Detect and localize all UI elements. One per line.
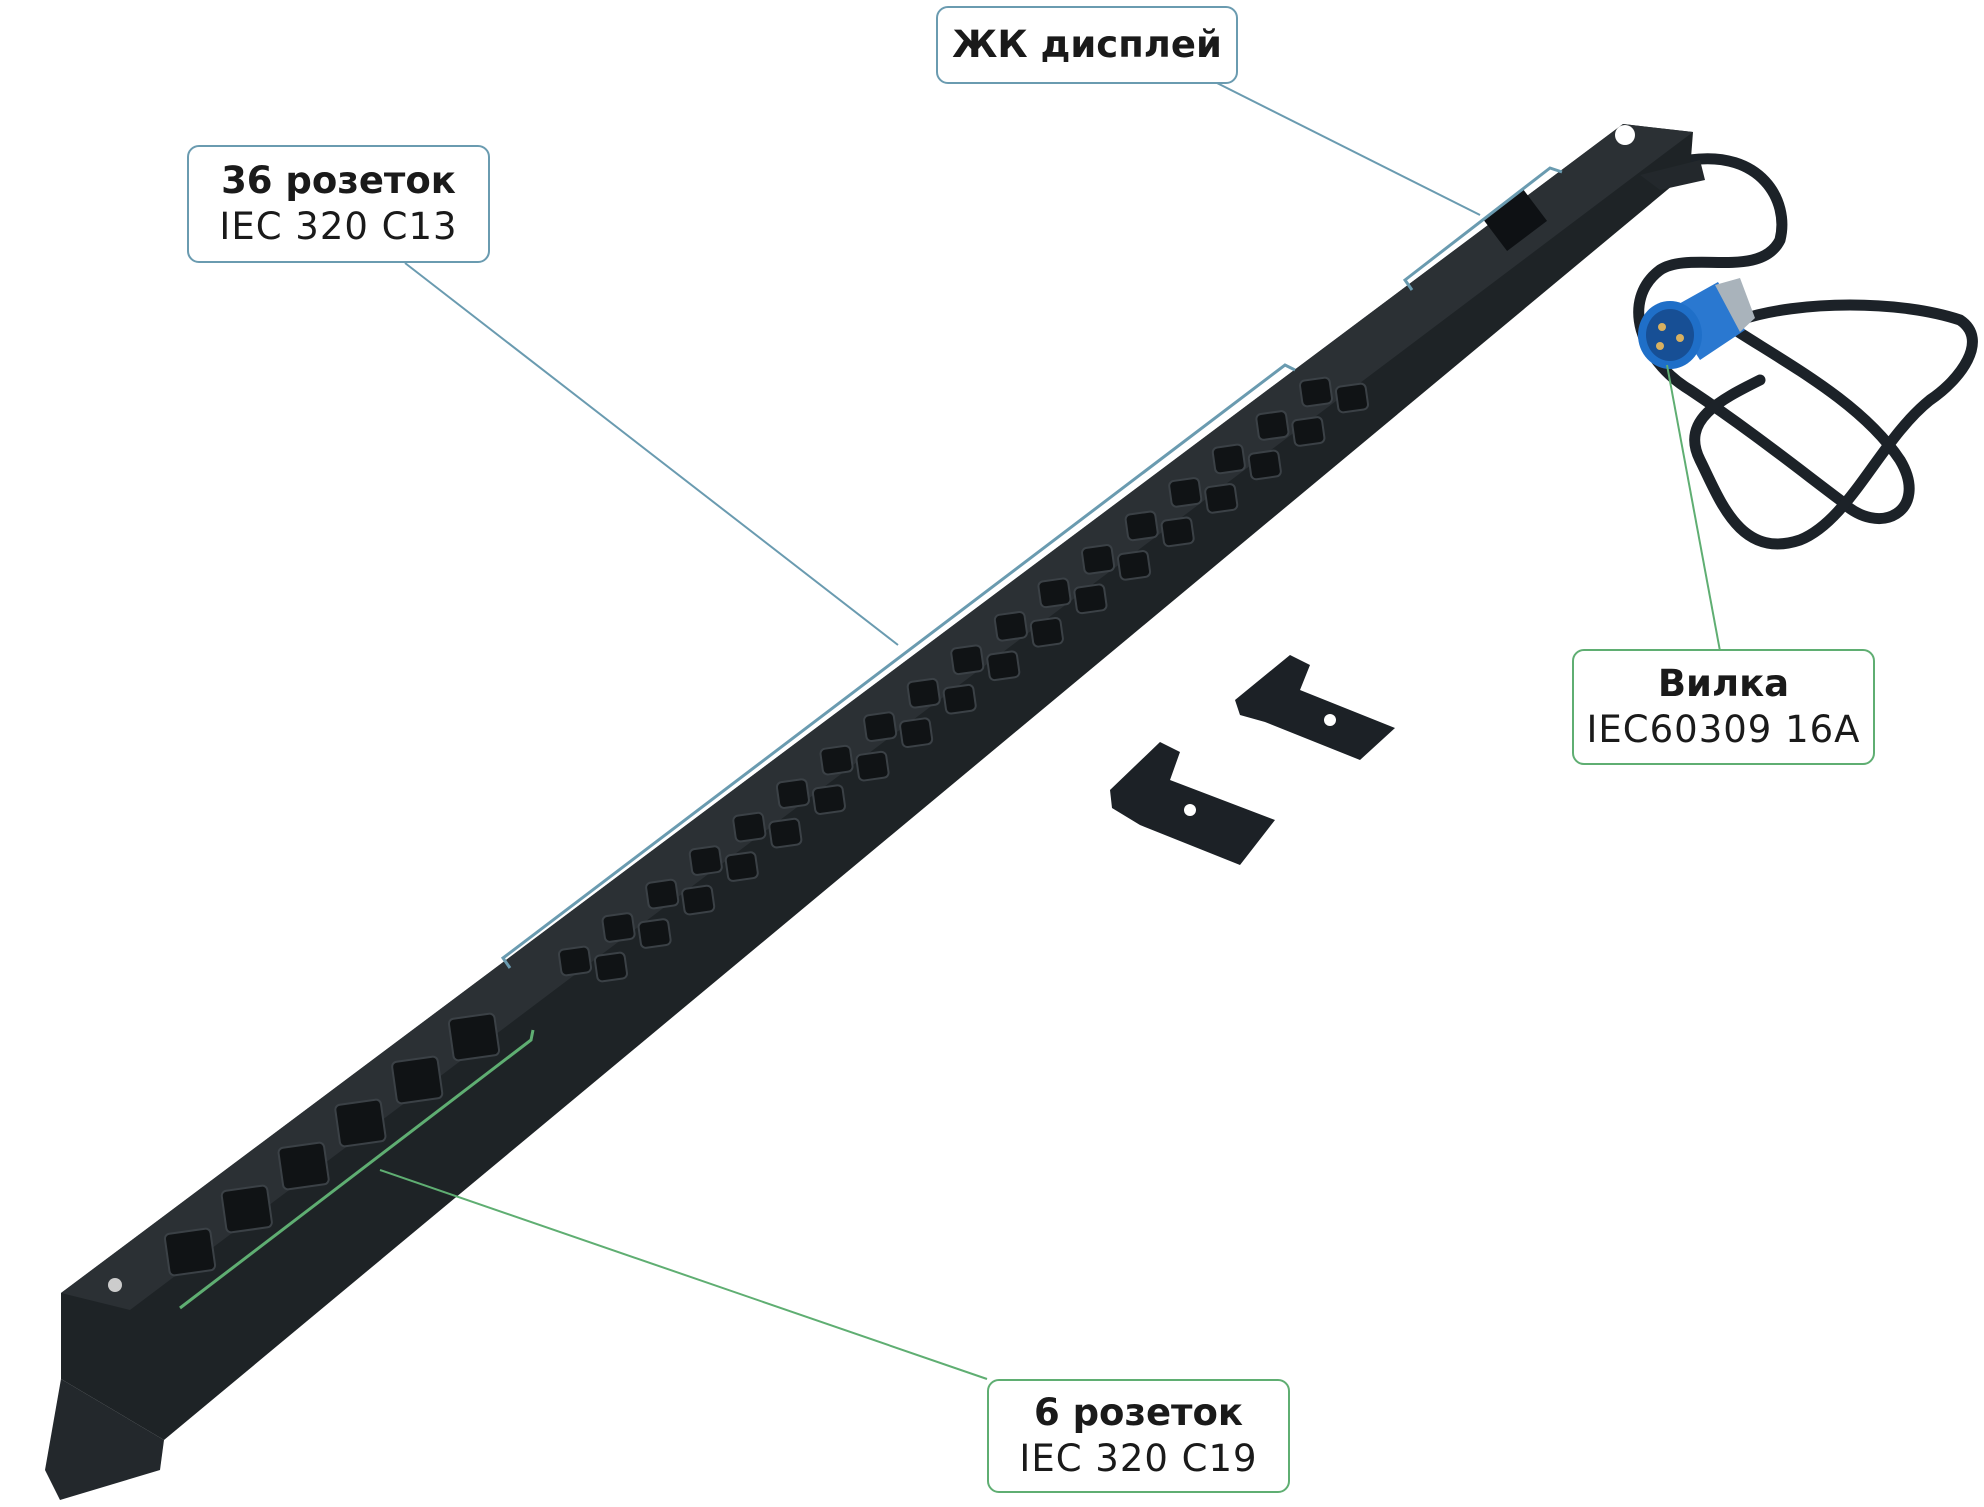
c19-outlet (447, 1012, 501, 1062)
c13-outlet (1211, 443, 1246, 475)
callout-c13-outlets: 36 розеток IEC 320 C13 (187, 145, 490, 263)
plug-leader-line (1666, 364, 1721, 652)
c13-outlet (1298, 376, 1334, 408)
callout-title: Вилка (1657, 661, 1790, 705)
c13-outlet (768, 817, 803, 849)
c13-outlet (681, 884, 716, 916)
power-cable (1633, 153, 1978, 550)
lcd-leader-line (1216, 82, 1481, 216)
c13-outlet (593, 951, 629, 983)
c13-outlet (688, 845, 723, 876)
c13-outlet (557, 945, 593, 977)
callout-subtitle: IEC 320 C13 (219, 205, 458, 248)
c13-outlet (1117, 550, 1152, 581)
mounting-bracket (1110, 655, 1395, 865)
callout-title: 6 розеток (1033, 1390, 1244, 1434)
c13-outlet (942, 683, 977, 715)
c13-outlet (950, 644, 985, 676)
c13-bracket (500, 363, 1296, 969)
c13-outlet (732, 811, 767, 843)
c13-outlet (1291, 416, 1326, 447)
c13-outlet (601, 912, 636, 943)
bracket-hole-icons (1184, 714, 1336, 816)
c13-outlet (899, 717, 934, 749)
c13-outlet (993, 610, 1028, 642)
c13-outlet (819, 744, 854, 776)
c13-outlet (1204, 483, 1239, 514)
c13-outlet (775, 778, 810, 809)
c13-outlet (724, 851, 759, 882)
callout-subtitle: IEC 320 C19 (1019, 1437, 1258, 1480)
c13-outlet (811, 784, 846, 815)
callout-title: ЖК дисплей (952, 22, 1222, 66)
c19-leader-line (379, 1169, 988, 1380)
c13-outlet (1168, 477, 1203, 508)
c19-outlet (391, 1055, 444, 1105)
lcd-bracket (1402, 166, 1563, 291)
c13-outlet (1255, 410, 1290, 441)
callout-lcd-display: ЖК дисплей (936, 6, 1238, 84)
callout-title: 36 розеток (221, 158, 456, 202)
c13-outlet (906, 677, 941, 709)
c13-outlet (863, 711, 898, 743)
c13-outlet (1124, 510, 1159, 542)
c13-outlet (1029, 616, 1064, 648)
c19-outlet (163, 1227, 217, 1277)
c13-outlet (986, 650, 1021, 682)
c13-outlet (1037, 577, 1072, 609)
c13-outlet (1073, 583, 1108, 615)
c13-outlet (855, 750, 890, 782)
c13-outlet (1081, 544, 1116, 575)
c13-outlet (1160, 516, 1195, 548)
callout-plug: Вилка IEC60309 16A (1572, 649, 1875, 765)
c13-outlet (645, 878, 680, 910)
callout-subtitle: IEC60309 16A (1586, 708, 1861, 751)
c13-outlet (1247, 449, 1282, 481)
iec60309-plug (1638, 278, 1755, 369)
c13-leader-line (404, 262, 899, 646)
c19-outlet (334, 1098, 387, 1148)
callout-c19-outlets: 6 розеток IEC 320 C19 (987, 1379, 1290, 1493)
c19-bracket (179, 1029, 535, 1310)
c19-outlet (277, 1141, 330, 1191)
c19-outlet (220, 1184, 273, 1234)
c13-outlet (637, 918, 672, 949)
pdu-body (45, 124, 1705, 1500)
c13-outlet (1334, 382, 1370, 414)
